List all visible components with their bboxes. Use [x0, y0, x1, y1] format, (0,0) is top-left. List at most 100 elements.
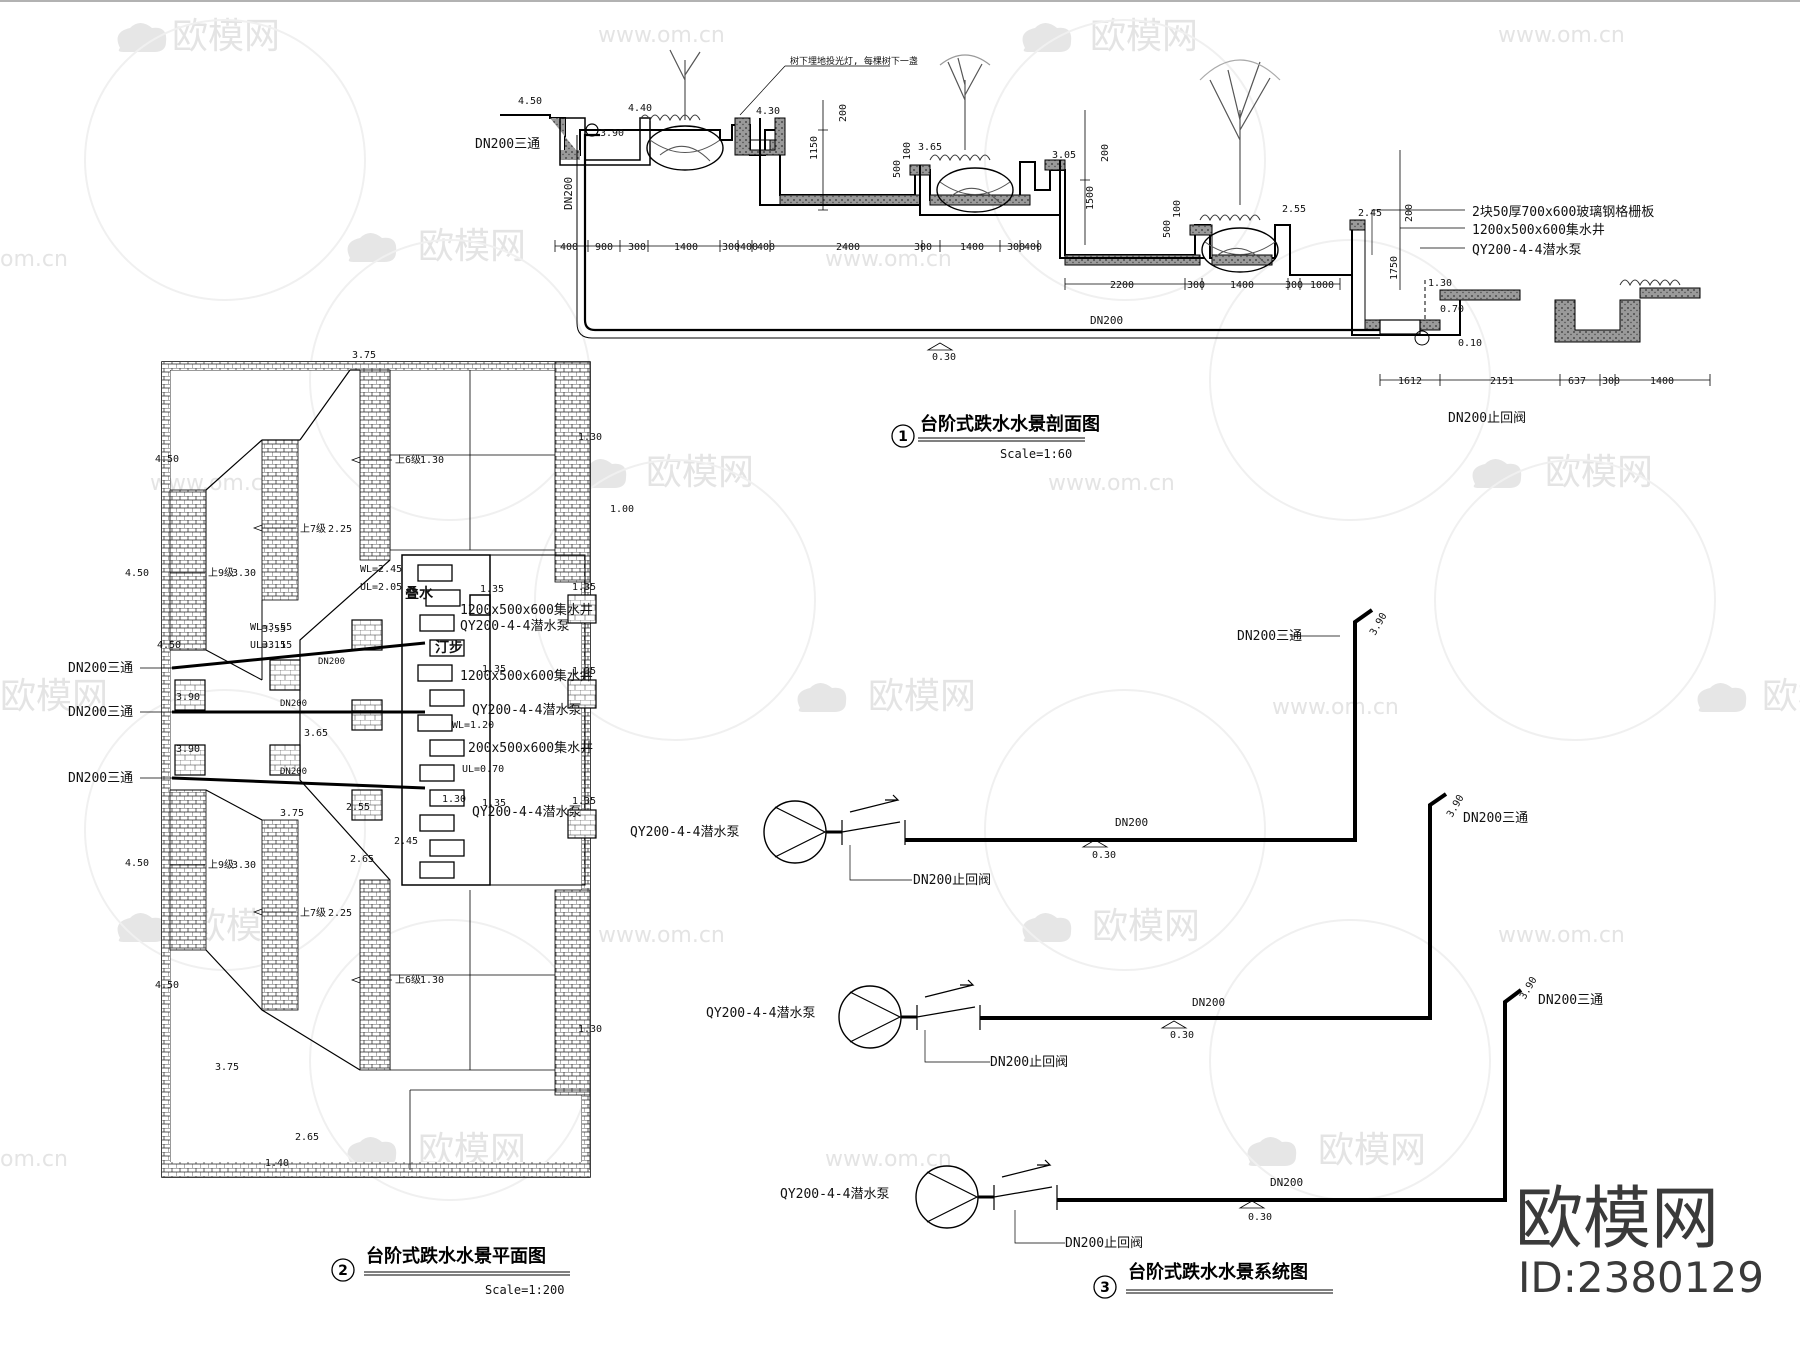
label-tee-fitting: DN200三通 — [68, 705, 133, 720]
water-level-label: UL=2.05 — [360, 582, 402, 593]
check-valve-icon — [916, 979, 981, 1030]
watermark-text: 欧模网 — [1545, 452, 1653, 493]
level-mark: 1.30 — [420, 975, 444, 986]
dimension-text: 200 — [1100, 144, 1111, 162]
tree-icon — [939, 54, 991, 150]
system-pipe — [905, 608, 1374, 842]
check-valve-icon — [993, 1159, 1058, 1210]
label-pipe: DN200 — [1270, 1176, 1303, 1189]
level-mark: 2.65 — [295, 1132, 319, 1143]
watermark-text: 欧模网 — [646, 452, 754, 493]
level-mark: 0.70 — [1440, 304, 1464, 315]
level-mark: 3.30 — [232, 860, 256, 871]
level-mark: 1.35 — [482, 664, 506, 675]
dimension-text: 100 — [902, 142, 913, 160]
system-title-block: 3 台阶式跌水水景系统图 — [1093, 1261, 1333, 1299]
level-mark: 3.55 — [262, 624, 286, 635]
pump-well — [1351, 230, 1461, 346]
label-check-valve: DN200止回阀 — [1448, 411, 1526, 426]
stair-label: 上6级 — [395, 454, 421, 466]
level-mark: 4.50 — [155, 454, 179, 465]
dimension-text: 300 — [1285, 280, 1303, 291]
dimension-text: 1150 — [809, 136, 820, 160]
level-mark: 1.40 — [265, 1158, 289, 1169]
level-mark: 4.50 — [518, 96, 542, 107]
plan-title: 台阶式跌水水景平面图 — [366, 1245, 546, 1267]
dimension-text: 1612 — [1398, 376, 1422, 387]
label-tee-fitting: DN200三通 — [1538, 993, 1603, 1008]
tree-icon — [669, 49, 701, 120]
level-mark: 3.15 — [262, 640, 286, 651]
watermark-url: www.om.cn — [1498, 923, 1625, 948]
label-pipe: DN200 — [318, 657, 345, 667]
section-drawing — [500, 49, 1711, 386]
brand-stamp: 欧模网 ID:2380129 — [1515, 1180, 1764, 1302]
label-slope: 0.30 — [932, 352, 956, 363]
dimension-text: 300 — [1007, 242, 1025, 253]
label-slope: 0.30 — [1092, 850, 1116, 861]
planter-boxes — [174, 594, 597, 839]
watermark-logo: 欧模网 — [347, 226, 526, 267]
dimension-text: 400 — [757, 242, 775, 253]
dimension-text: 300 — [1187, 280, 1205, 291]
dimension-text: 500 — [1162, 220, 1173, 238]
level-mark: 3.90 — [1368, 611, 1390, 637]
label-pipe: DN200 — [280, 767, 307, 777]
watermark-logo: 欧模网 — [1697, 676, 1800, 717]
pump-icon — [915, 1165, 979, 1229]
system-annotations: QY200-4-4潜水泵 QY200-4-4潜水泵 QY200-4-4潜水泵 D… — [630, 611, 1603, 1299]
level-mark: 3.90 — [1518, 975, 1540, 1001]
watermark-url: www.om.cn — [1272, 695, 1399, 720]
tree-icon — [1199, 59, 1281, 205]
label-check-valve: DN200止回阀 — [913, 873, 991, 888]
dimension-text: 1750 — [1389, 256, 1400, 280]
stair-label: 上9级 — [208, 567, 234, 579]
level-mark: 1.30 — [1428, 278, 1452, 289]
level-mark: 0.10 — [1458, 338, 1482, 349]
plan-title-block: 2 台阶式跌水水景平面图 Scale=1:200 — [331, 1245, 570, 1297]
watermark-layer: 欧模网 欧模网 欧模网 欧模网 欧模网 欧模网 欧模网 欧模网 — [0, 16, 1800, 1201]
watermark-logo: 欧模网 — [1022, 16, 1198, 57]
stair-label: 上9级 — [208, 859, 234, 871]
dimension-text: 200 — [838, 104, 849, 122]
watermark-url: www.om.cn — [598, 923, 725, 948]
section-scale: Scale=1:60 — [1000, 447, 1072, 461]
dimension-text: 300 — [1602, 376, 1620, 387]
dimension-text: 500 — [892, 160, 903, 178]
level-mark: 2.55 — [346, 802, 370, 813]
dimension-text: 2400 — [836, 242, 860, 253]
watermark-logo: 欧模网 — [1247, 1130, 1426, 1171]
level-mark: 3.90 — [176, 744, 200, 755]
dimension-text: 1000 — [1310, 280, 1334, 291]
dimension-text: 300 — [722, 242, 740, 253]
stepping-stones — [417, 564, 465, 879]
pump-icon — [1379, 319, 1421, 335]
dimension-text: 2151 — [1490, 376, 1514, 387]
level-mark: 1.35 — [572, 796, 596, 807]
watermark-text: 欧模网 — [0, 676, 108, 717]
level-mark: 1.30 — [420, 455, 444, 466]
watermark-text: 欧模网 — [1318, 1130, 1426, 1171]
dimension-text: 200 — [1404, 204, 1415, 222]
label-pump: QY200-4-4潜水泵 — [472, 703, 581, 718]
level-mark: 2.25 — [328, 908, 352, 919]
watermark-text: 欧模网 — [418, 226, 526, 267]
system-title: 台阶式跌水水景系统图 — [1128, 1261, 1308, 1283]
dimension-text: 1500 — [1085, 186, 1096, 210]
level-mark: 1.00 — [610, 504, 634, 515]
pump-icon — [838, 985, 902, 1049]
watermark-url: www.om.cn — [598, 23, 725, 48]
water-level-label: WL=2.45 — [360, 564, 402, 575]
level-mark: 2.55 — [1282, 204, 1306, 215]
dimension-lines — [554, 100, 1711, 386]
watermark-sofa-icon — [117, 913, 167, 942]
dimension-text: 2200 — [1110, 280, 1134, 291]
watermark-text: 欧模网 — [1762, 676, 1800, 717]
watermark-url: www.om.cn — [825, 1147, 952, 1172]
valve-icon — [1414, 330, 1430, 346]
check-valve-icon — [841, 794, 906, 845]
watermark-sofa-icon — [1022, 913, 1072, 942]
tee-fitting-icon — [585, 123, 599, 137]
dimension-text: 300 — [628, 242, 646, 253]
label-tee-fitting: DN200三通 — [475, 137, 540, 152]
